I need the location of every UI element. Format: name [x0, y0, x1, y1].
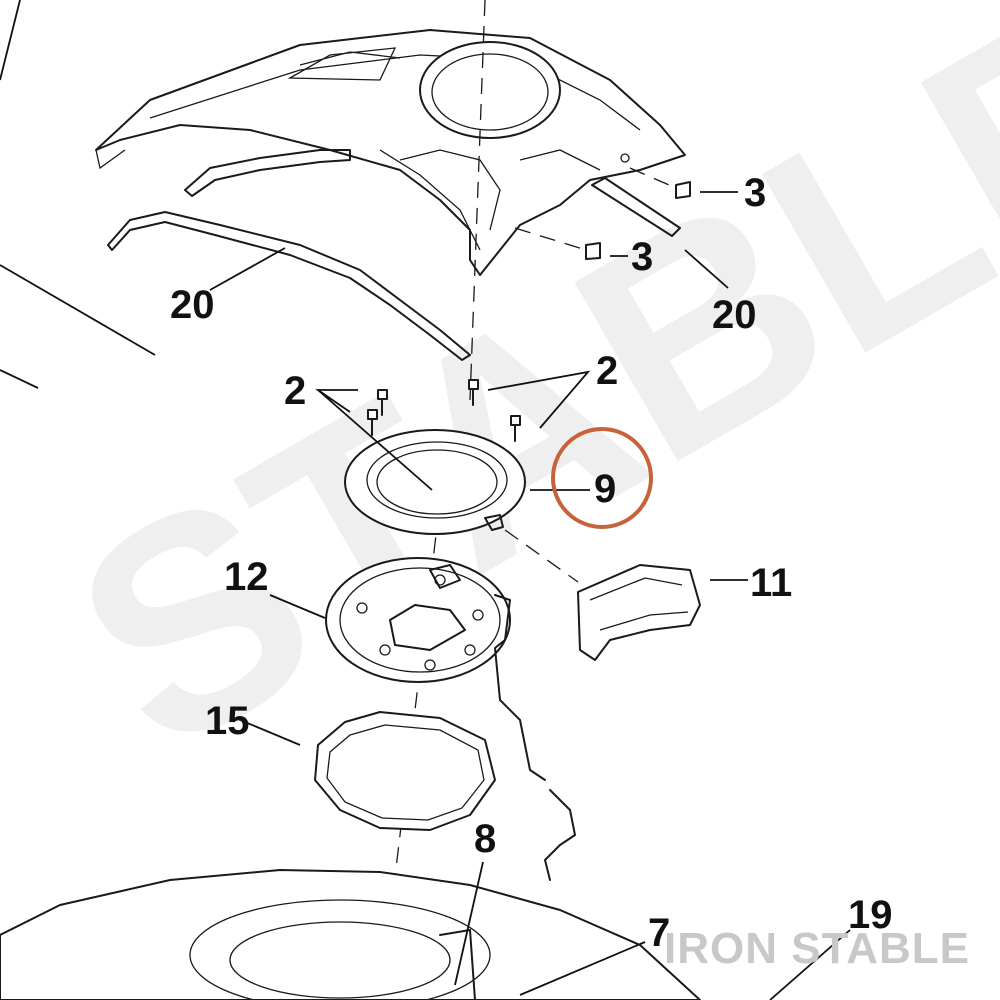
callout-19: 19: [848, 893, 893, 937]
highlight-circle-9: [551, 427, 653, 529]
brand-watermark: IRON STABLE: [664, 924, 970, 973]
part-console-cover: [95, 29, 686, 276]
callout-2-left: 2: [284, 369, 306, 413]
part-screw-3-upper: [629, 167, 691, 199]
callout-8: 8: [474, 817, 496, 861]
part-fuel-pump-flange-12: [325, 557, 576, 881]
part-bracket-11: [504, 529, 701, 661]
callout-7: 7: [648, 911, 670, 955]
leader-19: [769, 929, 851, 1000]
part-trim-strip-right: [591, 177, 681, 237]
callout-9: 9: [594, 467, 616, 511]
callout-15: 15: [205, 699, 250, 743]
edge-line-left-2: [0, 369, 39, 389]
callout-20-right: 20: [712, 293, 757, 337]
callout-3-lower: 3: [631, 235, 653, 279]
callout-3-upper: 3: [744, 171, 766, 215]
leader-2-right: [487, 370, 591, 429]
centerline-upper: [469, 0, 486, 401]
part-screw-3-lower: [514, 227, 601, 260]
leader-20-left: [209, 247, 286, 291]
console-opening: [419, 41, 561, 139]
leader-20-right: [684, 249, 729, 289]
edge-line-left-1: [0, 264, 156, 356]
leader-2-left-b: [317, 389, 433, 491]
callout-11: 11: [750, 561, 792, 605]
part-fuel-tank-19: [0, 869, 701, 1000]
part-retaining-ring-9: [344, 429, 526, 535]
leader-12: [269, 594, 326, 619]
leader-7: [519, 941, 646, 996]
leader-15: [244, 721, 301, 746]
callout-2-right: 2: [596, 349, 618, 393]
part-gasket-15: [314, 711, 496, 831]
part-trim-strip-left: [107, 149, 471, 361]
leader-8: [454, 861, 484, 986]
callout-12: 12: [224, 555, 269, 599]
edge-line-top-left: [0, 0, 21, 81]
callout-20-left: 20: [170, 283, 215, 327]
